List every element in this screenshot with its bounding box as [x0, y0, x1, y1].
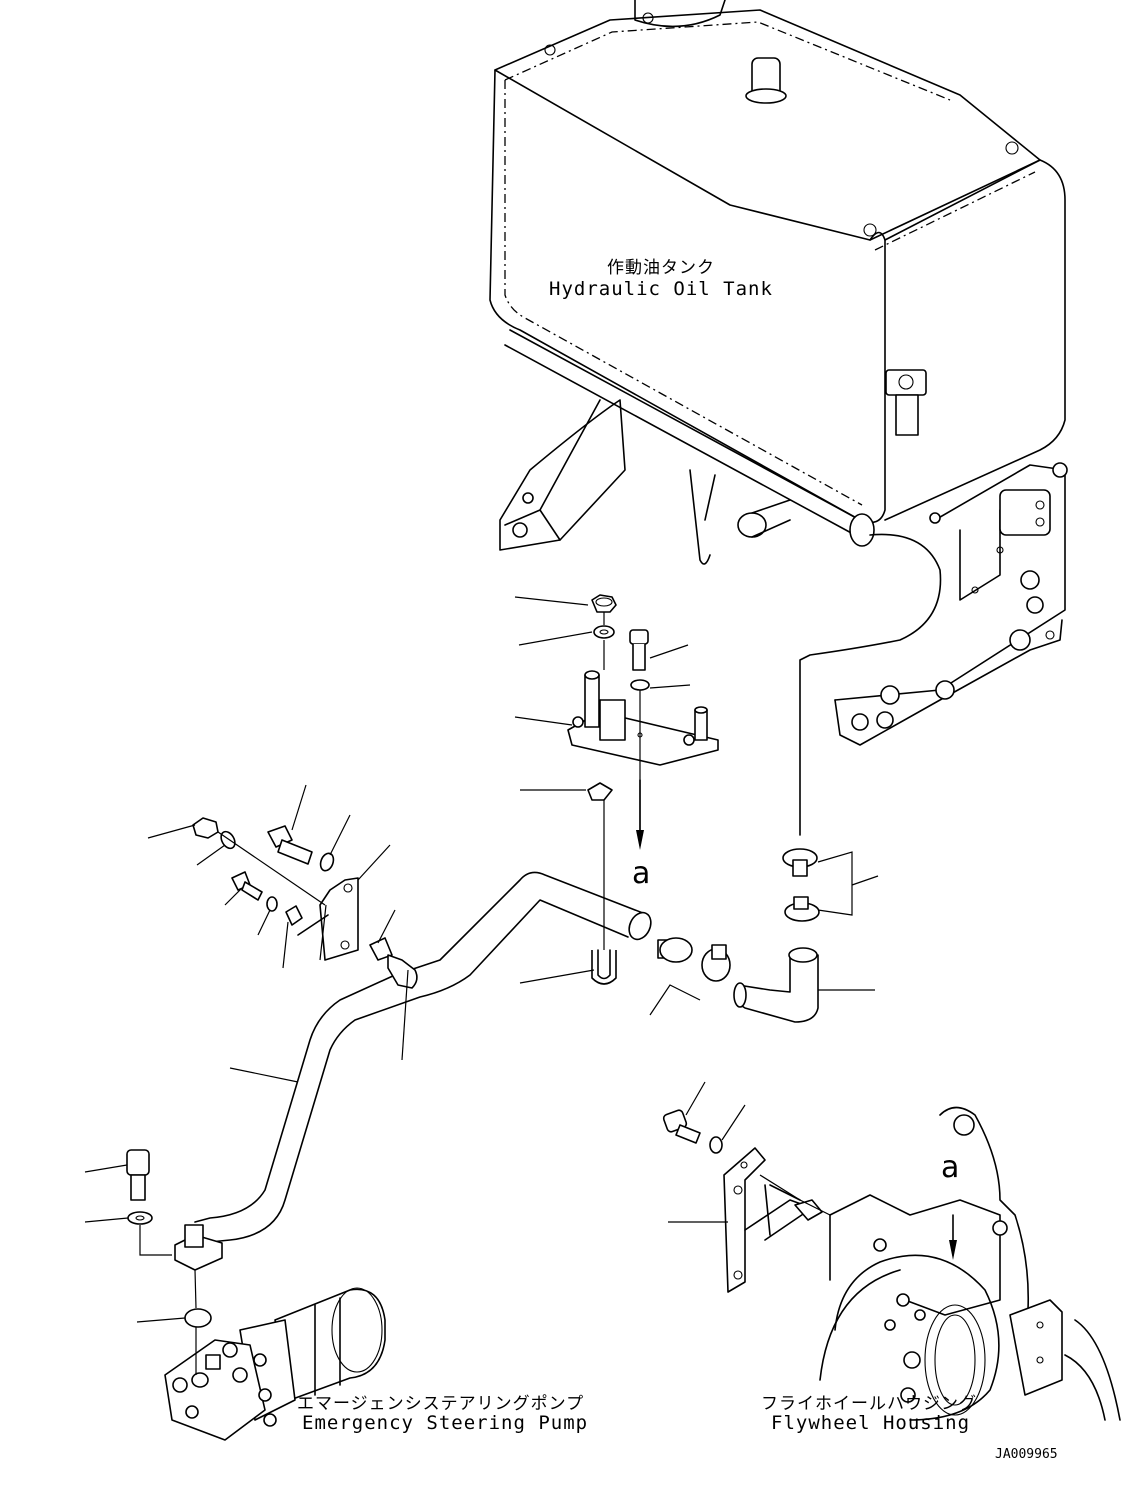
tank-label-en: Hydraulic Oil Tank [549, 278, 773, 300]
bracket-assembly [567, 594, 719, 955]
emergency-steering-pump [164, 1287, 386, 1441]
drain-hose-line [799, 533, 942, 836]
detail-marker-a-top: a [632, 856, 651, 891]
pump-label-en: Emergency Steering Pump [302, 1412, 589, 1434]
hydraulic-oil-tank [489, 0, 1068, 746]
left-bracket-hardware [192, 817, 617, 989]
pump-label-jp: エマージェンシステアリングポンプ [297, 1394, 585, 1414]
drawing-code: JA009965 [995, 1447, 1058, 1462]
suction-pipe [174, 871, 652, 1271]
flywheel-bracket [662, 1109, 823, 1293]
flywheel-housing [819, 1106, 1121, 1421]
hose-clamps [657, 848, 820, 1023]
detail-marker-a-flywheel: a [941, 1150, 960, 1185]
flywheel-label-jp: フライホイールハウジング [761, 1394, 977, 1414]
flywheel-label-en: Flywheel Housing [771, 1412, 971, 1434]
pump-flange-hardware [126, 1149, 212, 1328]
tank-label-jp: 作動油タンク [607, 258, 715, 278]
leader-lines [84, 596, 879, 1323]
